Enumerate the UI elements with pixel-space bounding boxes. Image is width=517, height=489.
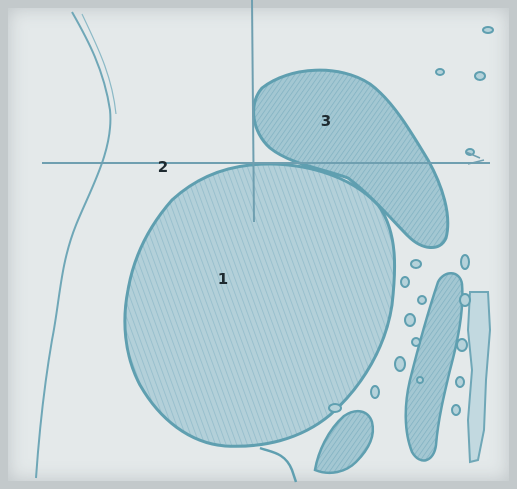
lower-curve: [260, 448, 296, 482]
lower-structure-right-tube: [406, 273, 463, 460]
label-organ-3: 3: [321, 112, 331, 130]
label-line-2: 2: [158, 158, 168, 176]
label-organ-1: 1: [218, 270, 228, 288]
organ-1-shape: [125, 164, 395, 446]
right-column-structure: [468, 292, 490, 462]
left-body-contour-inner: [82, 14, 116, 114]
left-body-contour: [36, 12, 110, 478]
